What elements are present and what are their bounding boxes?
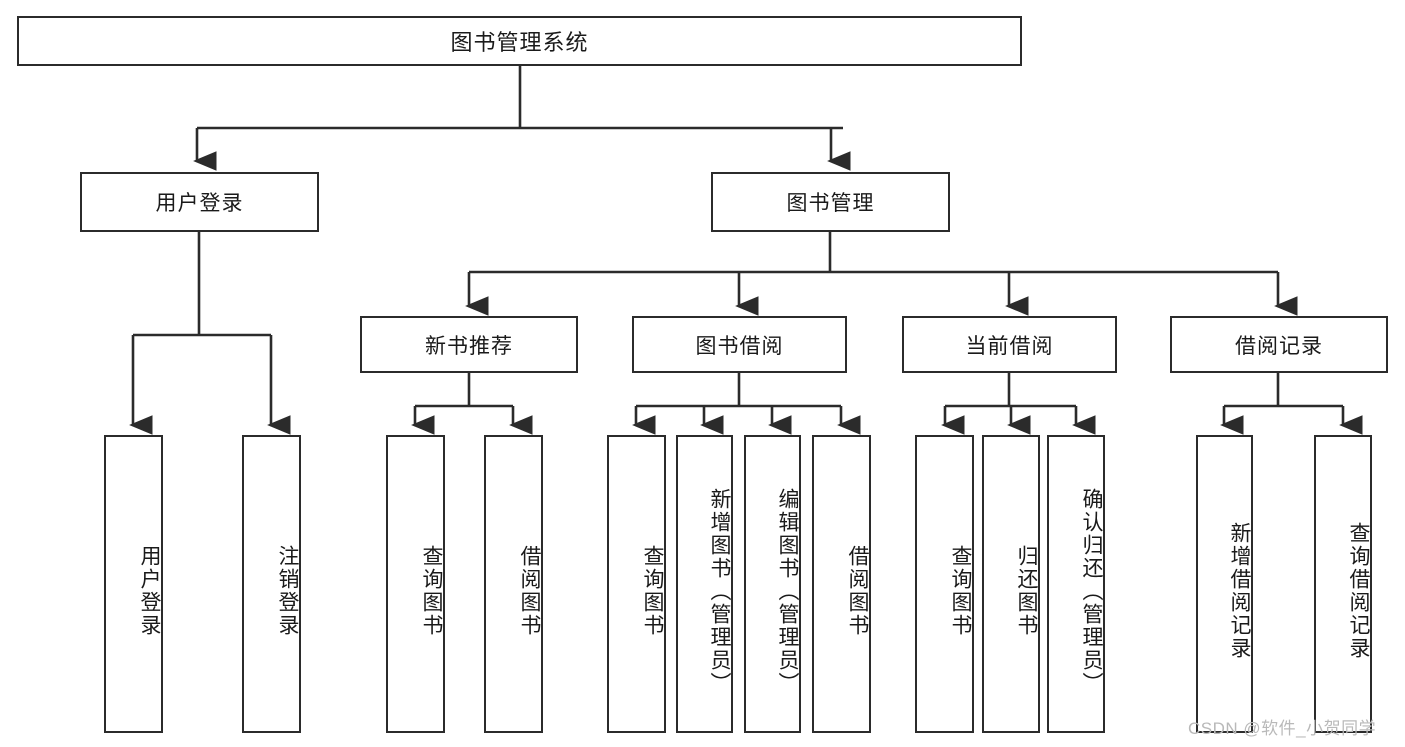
leaf-return-book[interactable]: 归还图书 bbox=[982, 435, 1040, 733]
node-current-borrow[interactable]: 当前借阅 bbox=[902, 316, 1117, 373]
node-root[interactable]: 图书管理系统 bbox=[17, 16, 1022, 66]
node-user-login[interactable]: 用户登录 bbox=[80, 172, 319, 232]
leaf-query-book-current[interactable]: 查询图书 bbox=[915, 435, 974, 733]
leaf-query-borrow-record[interactable]: 查询借阅记录 bbox=[1314, 435, 1372, 733]
leaf-add-borrow-record[interactable]: 新增借阅记录 bbox=[1196, 435, 1253, 733]
leaf-borrow-book[interactable]: 借阅图书 bbox=[812, 435, 871, 733]
leaf-borrow-book-recommend[interactable]: 借阅图书 bbox=[484, 435, 543, 733]
leaf-user-logout[interactable]: 注销登录 bbox=[242, 435, 301, 733]
watermark: CSDN @软件_小贺同学 bbox=[1188, 719, 1377, 738]
leaf-query-book-recommend[interactable]: 查询图书 bbox=[386, 435, 445, 733]
leaf-edit-book[interactable]: 编辑图书（管理员） bbox=[744, 435, 801, 733]
node-book-manage[interactable]: 图书管理 bbox=[711, 172, 950, 232]
leaf-query-book-borrow[interactable]: 查询图书 bbox=[607, 435, 666, 733]
leaf-confirm-return[interactable]: 确认归还（管理员） bbox=[1047, 435, 1105, 733]
node-new-book-recommend[interactable]: 新书推荐 bbox=[360, 316, 578, 373]
node-book-borrow[interactable]: 图书借阅 bbox=[632, 316, 847, 373]
node-borrow-record[interactable]: 借阅记录 bbox=[1170, 316, 1388, 373]
leaf-add-book[interactable]: 新增图书（管理员） bbox=[676, 435, 733, 733]
leaf-user-login[interactable]: 用户登录 bbox=[104, 435, 163, 733]
